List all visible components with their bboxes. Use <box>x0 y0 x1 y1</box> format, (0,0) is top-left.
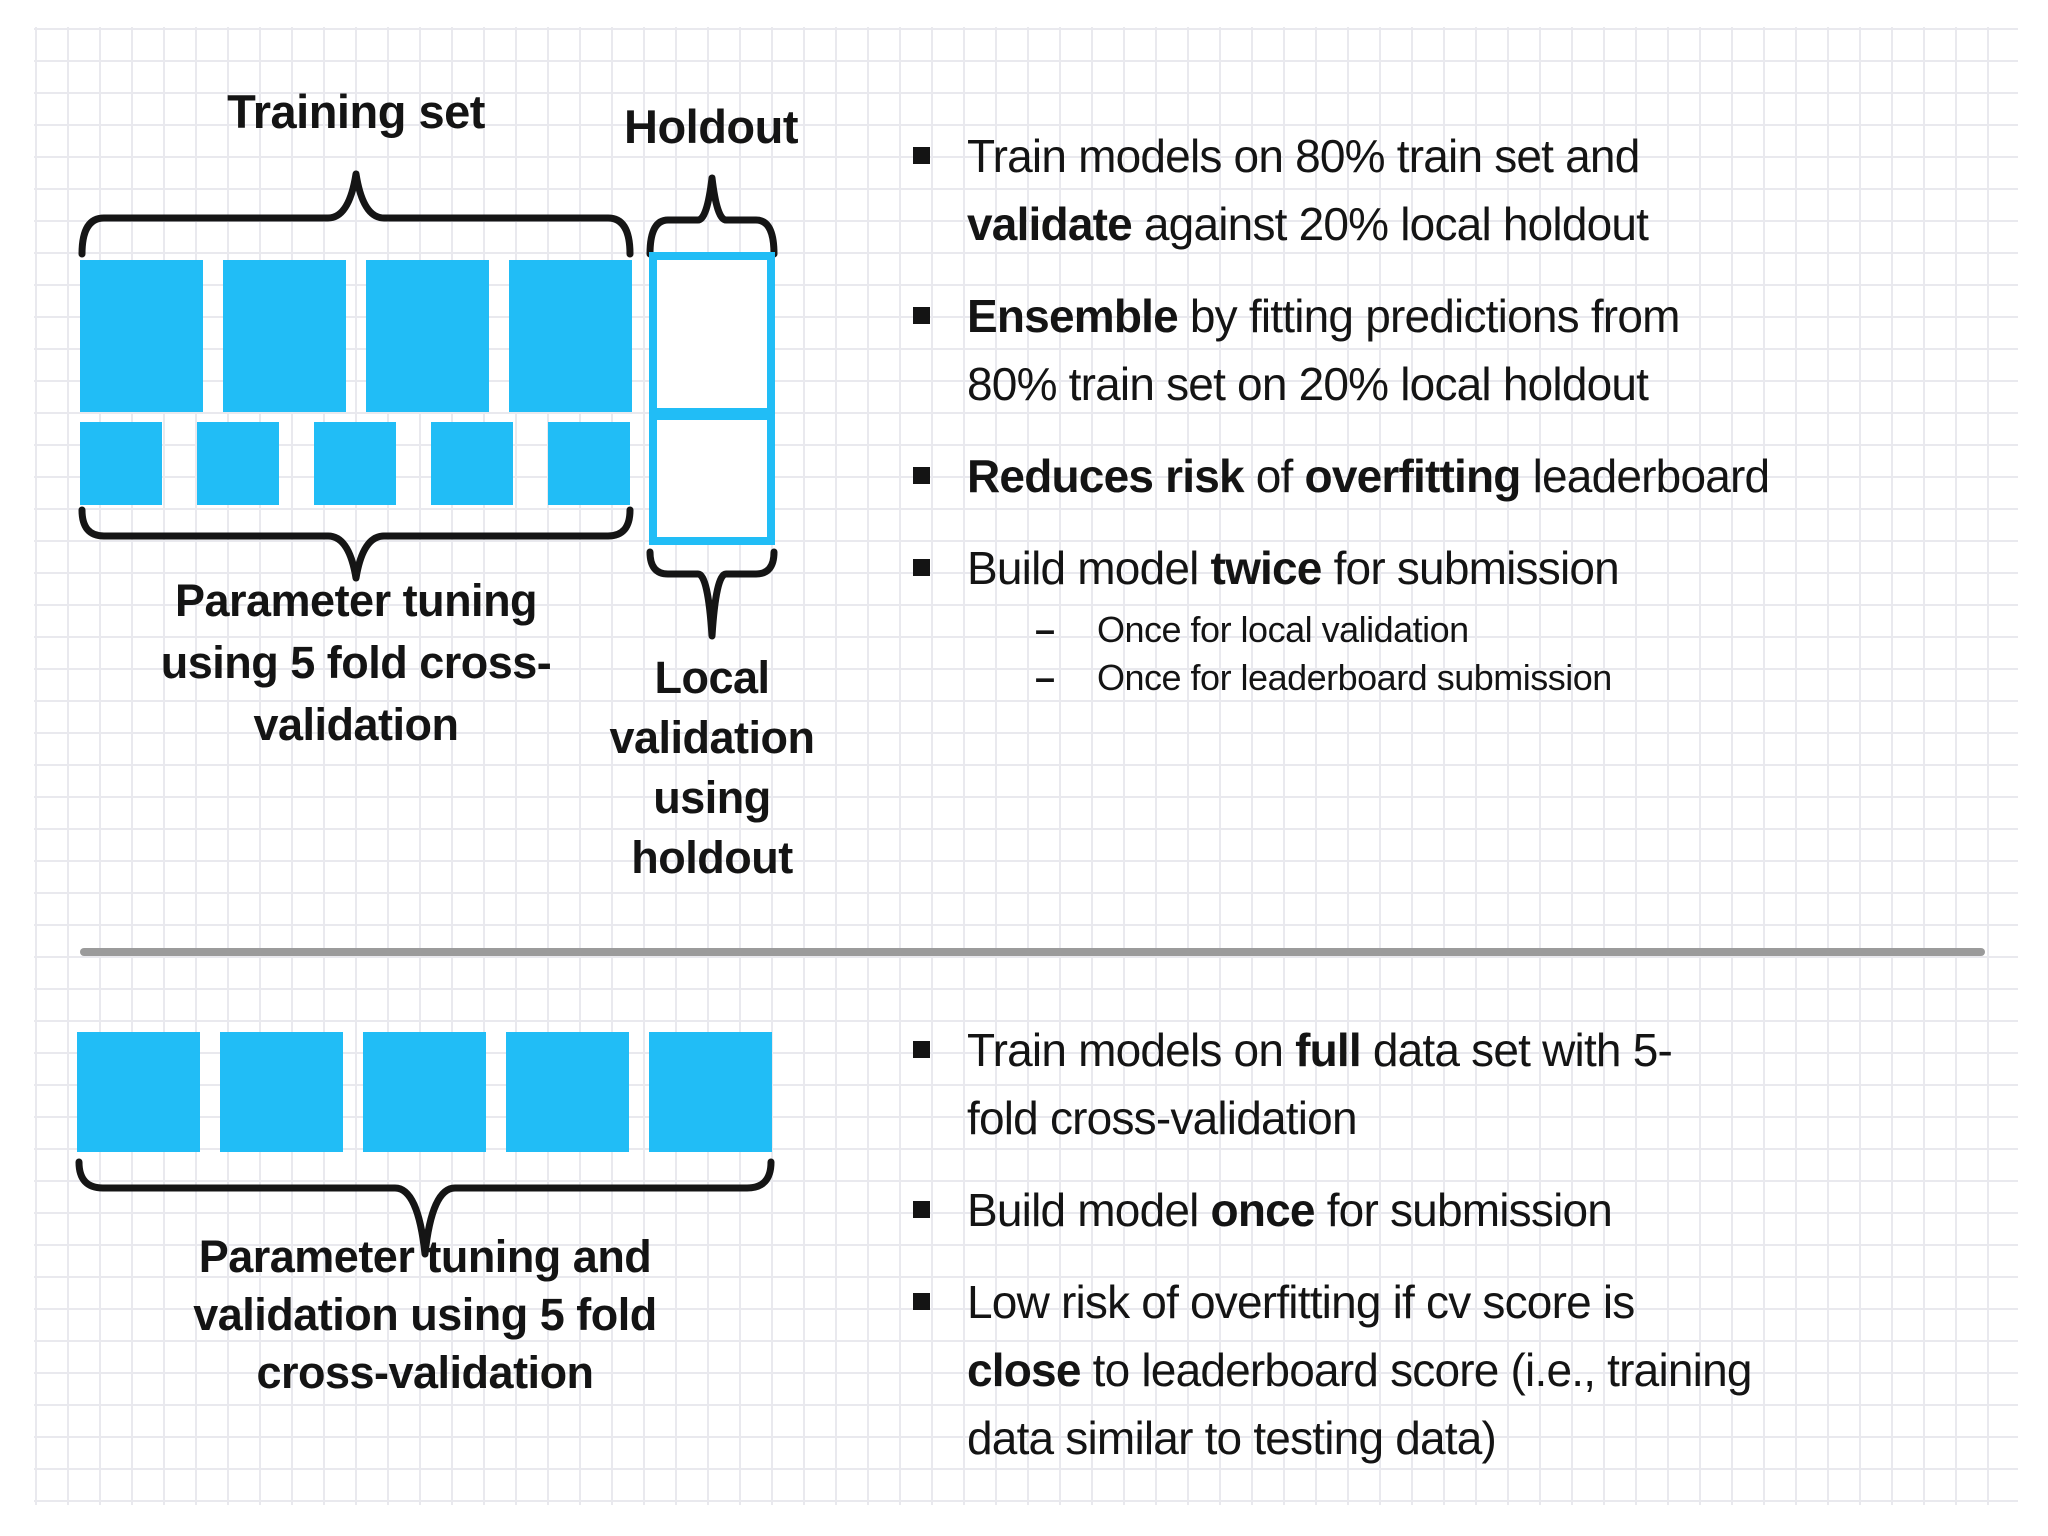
training-set-label: Training set <box>227 85 485 138</box>
fold-square <box>197 422 279 505</box>
fold-square <box>366 260 489 412</box>
bullet-item: Build model twice for submissionOnce for… <box>903 534 1973 702</box>
fold-square <box>77 1032 200 1152</box>
fold-square <box>548 422 630 505</box>
sub-bullet-item: Once for leaderboard submission <box>1035 654 1973 702</box>
bullet-item: Train models on full data set with 5-fol… <box>903 1016 1973 1152</box>
fold-square <box>509 260 632 412</box>
bullet-text: Train models on full data set with 5-fol… <box>967 1024 1673 1144</box>
cv-folds-underbrace <box>78 506 634 582</box>
fold-square <box>649 1032 772 1152</box>
fold-square <box>80 260 203 412</box>
holdout-label: Holdout <box>624 100 799 153</box>
holdout-box-bottom <box>649 412 775 545</box>
bottom-bullet-list: Train models on full data set with 5-fol… <box>903 1016 1973 1496</box>
fold-square <box>314 422 396 505</box>
fold-square <box>506 1032 629 1152</box>
fold-square <box>220 1032 343 1152</box>
holdout-overbrace <box>646 172 778 258</box>
top-margin <box>0 0 2048 27</box>
bullet-item: Reduces risk of overfitting leaderboard <box>903 442 1973 510</box>
right-margin <box>2018 0 2048 1536</box>
bottom-margin <box>0 1505 2048 1536</box>
bullet-text: Build model twice for submission <box>967 542 1620 594</box>
fold-square <box>431 422 513 505</box>
training-set-overbrace <box>78 168 634 258</box>
section-divider <box>80 948 1985 956</box>
sub-bullet-list: Once for local validationOnce for leader… <box>1035 606 1973 702</box>
sub-bullet-item: Once for local validation <box>1035 606 1973 654</box>
bullet-item: Build model once for submission <box>903 1176 1973 1244</box>
fold-square <box>223 260 346 412</box>
full-data-underbrace <box>75 1158 775 1258</box>
holdout-underbrace <box>646 548 778 640</box>
left-margin <box>0 0 34 1536</box>
fold-square <box>80 422 162 505</box>
bullet-text: Build model once for submission <box>967 1184 1613 1236</box>
bullet-text: Reduces risk of overfitting leaderboard <box>967 450 1770 502</box>
fold-square <box>363 1032 486 1152</box>
